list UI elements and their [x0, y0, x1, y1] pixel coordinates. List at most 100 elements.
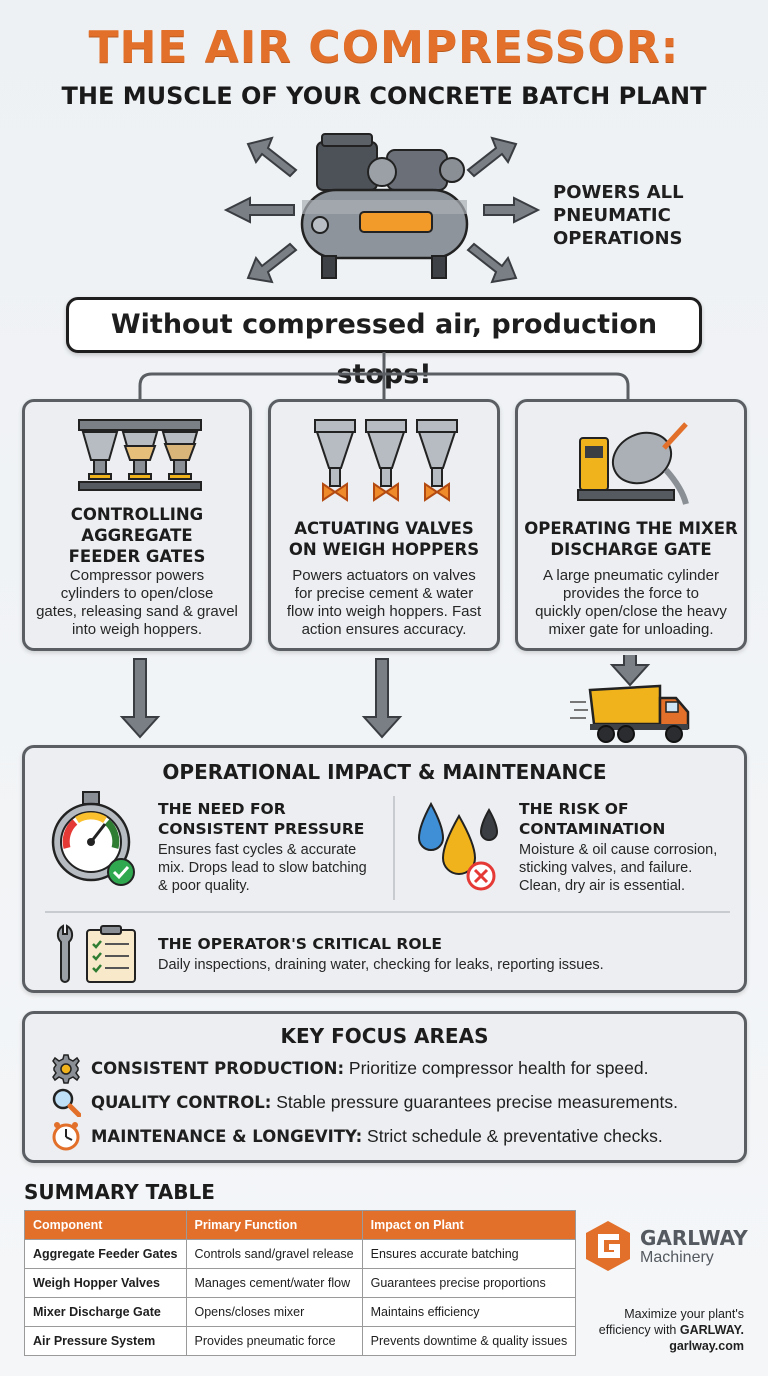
- divider-horizontal: [45, 911, 730, 913]
- focus-item-label: CONSISTENT PRODUCTION:: [91, 1059, 345, 1078]
- down-arrow-icon: [609, 655, 651, 687]
- aggregate-bins-icon: [78, 419, 202, 491]
- card-title: OPERATING THE MIXER DISCHARGE GATE: [518, 518, 744, 560]
- card-body-line: Powers actuators on valves: [292, 567, 476, 584]
- key-focus-panel: KEY FOCUS AREAS CONSISTENT PRODUCTION: P…: [22, 1011, 747, 1163]
- brand-tagline-line: Maximize your plant's: [624, 1307, 744, 1321]
- brand-tagline: Maximize your plant's efficiency with GA…: [560, 1306, 744, 1354]
- card-title-line: ON WEIGH HOPPERS: [288, 540, 480, 559]
- magnifier-icon: [52, 1088, 81, 1117]
- table-header-cell: Primary Function: [185, 1210, 363, 1240]
- pressure-title: THE NEED FOR CONSISTENT PRESSURE: [158, 799, 364, 839]
- focus-item-text: Prioritize compressor health for speed.: [344, 1058, 649, 1078]
- impact-title: OPERATIONAL IMPACT & MAINTENANCE: [162, 760, 607, 784]
- operational-impact-panel: OPERATIONAL IMPACT & MAINTENANCE THE NEE…: [22, 745, 747, 993]
- table-cell: Aggregate Feeder Gates: [24, 1239, 187, 1269]
- contamination-title-line: THE RISK OF: [519, 800, 629, 818]
- table-row: Weigh Hopper Valves Manages cement/water…: [24, 1268, 577, 1298]
- table-cell: Prevents downtime & quality issues: [361, 1326, 577, 1356]
- pressure-body: Ensures fast cycles & accurate mix. Drop…: [158, 841, 367, 895]
- pressure-title-line: THE NEED FOR: [158, 800, 286, 818]
- down-arrow-icon: [119, 658, 161, 739]
- card-body-line: into weigh hoppers.: [71, 621, 203, 638]
- card-body-line: gates, releasing sand & gravel: [36, 603, 238, 620]
- connector-lines: [138, 352, 630, 400]
- down-arrows: [119, 655, 651, 739]
- down-arrow-icon: [361, 658, 403, 739]
- dump-truck-icon: [570, 684, 690, 743]
- gear-icon: [52, 1054, 80, 1084]
- table-cell: Mixer Discharge Gate: [24, 1297, 187, 1327]
- garlway-logo-icon: [586, 1221, 630, 1271]
- card-title: CONTROLLING AGGREGATE FEEDER GATES: [25, 504, 249, 567]
- table-cell: Opens/closes mixer: [185, 1297, 363, 1327]
- card-body-line: provides the force to: [563, 585, 699, 602]
- card-title-line: CONTROLLING: [70, 505, 204, 524]
- table-row: Aggregate Feeder Gates Controls sand/gra…: [24, 1239, 577, 1269]
- focus-item-text: Stable pressure guarantees precise measu…: [271, 1092, 678, 1112]
- radiating-arrows-icon: [223, 136, 541, 284]
- pressure-body-line: Ensures fast cycles & accurate: [158, 842, 357, 858]
- table-cell: Guarantees precise proportions: [361, 1268, 577, 1298]
- card-title-line: DISCHARGE GATE: [550, 540, 712, 559]
- contamination-title-line: CONTAMINATION: [519, 820, 666, 838]
- brand-name: GARLWAY: [640, 1226, 748, 1250]
- page-subtitle: THE MUSCLE OF YOUR CONCRETE BATCH PLANT: [61, 82, 707, 110]
- mixer-icon: [577, 422, 689, 505]
- focus-item-text: Strict schedule & preventative checks.: [362, 1126, 663, 1146]
- pressure-title-line: CONSISTENT PRESSURE: [158, 820, 365, 838]
- water-oil-drops-icon: [417, 801, 499, 891]
- card-body: Powers actuators on valves for precise c…: [279, 567, 489, 639]
- pressure-gauge-icon: [51, 791, 135, 886]
- card-body-line: for precise cement & water: [294, 585, 474, 602]
- contamination-body: Moisture & oil cause corrosion, sticking…: [519, 841, 717, 895]
- focus-item-label: QUALITY CONTROL:: [91, 1093, 272, 1112]
- powers-caption-line: OPERATIONS: [553, 228, 683, 249]
- card-body-line: flow into weigh hoppers. Fast: [286, 603, 482, 620]
- card-body-line: quickly open/close the heavy: [535, 603, 727, 620]
- summary-title: SUMMARY TABLE: [24, 1180, 215, 1204]
- card-title-line: AGGREGATE: [81, 526, 193, 545]
- focus-item: QUALITY CONTROL: Stable pressure guarant…: [91, 1092, 678, 1113]
- table-row: Air Pressure System Provides pneumatic f…: [24, 1326, 577, 1356]
- table-header-cell: Component: [24, 1210, 187, 1240]
- card-body: Compressor powers cylinders to open/clos…: [33, 567, 241, 639]
- card-body: A large pneumatic cylinder provides the …: [526, 567, 736, 639]
- pressure-body-line: & poor quality.: [158, 878, 250, 894]
- contamination-body-line: sticking valves, and failure.: [519, 860, 693, 876]
- page-title: THE AIR COMPRESSOR:: [88, 22, 680, 73]
- wrench-clipboard-icon: [56, 924, 136, 983]
- card-title-line: FEEDER GATES: [68, 547, 206, 566]
- table-cell: Maintains efficiency: [361, 1297, 577, 1327]
- brand-url[interactable]: garlway.com: [669, 1339, 744, 1353]
- table-row: Mixer Discharge Gate Opens/closes mixer …: [24, 1297, 577, 1327]
- card-title-line: OPERATING THE MIXER: [524, 519, 738, 538]
- brand-tagline-line: efficiency with GARLWAY.: [560, 1322, 744, 1338]
- table-cell: Controls sand/gravel release: [185, 1239, 363, 1269]
- card-mixer-discharge: OPERATING THE MIXER DISCHARGE GATE A lar…: [515, 399, 747, 651]
- focus-item-label: MAINTENANCE & LONGEVITY:: [91, 1127, 363, 1146]
- weigh-hoppers-icon: [314, 419, 458, 502]
- card-body-line: Compressor powers: [69, 567, 205, 584]
- clock-icon: [52, 1122, 80, 1151]
- brand-tagline-name: GARLWAY.: [679, 1323, 744, 1337]
- powers-caption-line: POWERS ALL: [553, 182, 684, 203]
- brand-tagline-text: efficiency with: [598, 1323, 680, 1337]
- card-body-line: cylinders to open/close: [60, 585, 214, 602]
- powers-caption: POWERS ALL PNEUMATIC OPERATIONS: [553, 181, 684, 250]
- production-banner: Without compressed air, production stops…: [66, 297, 702, 390]
- table-cell: Weigh Hopper Valves: [24, 1268, 187, 1298]
- focus-title: KEY FOCUS AREAS: [280, 1024, 489, 1048]
- table-cell: Provides pneumatic force: [185, 1326, 363, 1356]
- summary-table: Component Primary Function Impact on Pla…: [24, 1210, 577, 1356]
- operator-title: THE OPERATOR'S CRITICAL ROLE: [158, 935, 443, 953]
- card-title: ACTUATING VALVES ON WEIGH HOPPERS: [271, 518, 497, 560]
- card-body-line: mixer gate for unloading.: [548, 621, 714, 638]
- card-feeder-gates: CONTROLLING AGGREGATE FEEDER GATES Compr…: [22, 399, 252, 651]
- table-header-cell: Impact on Plant: [361, 1210, 577, 1240]
- brand-sub: Machinery: [640, 1249, 714, 1266]
- contamination-body-line: Clean, dry air is essential.: [519, 878, 686, 894]
- card-weigh-hopper-valves: ACTUATING VALVES ON WEIGH HOPPERS Powers…: [268, 399, 500, 651]
- table-cell: Ensures accurate batching: [361, 1239, 577, 1269]
- powers-caption-line: PNEUMATIC: [553, 205, 671, 226]
